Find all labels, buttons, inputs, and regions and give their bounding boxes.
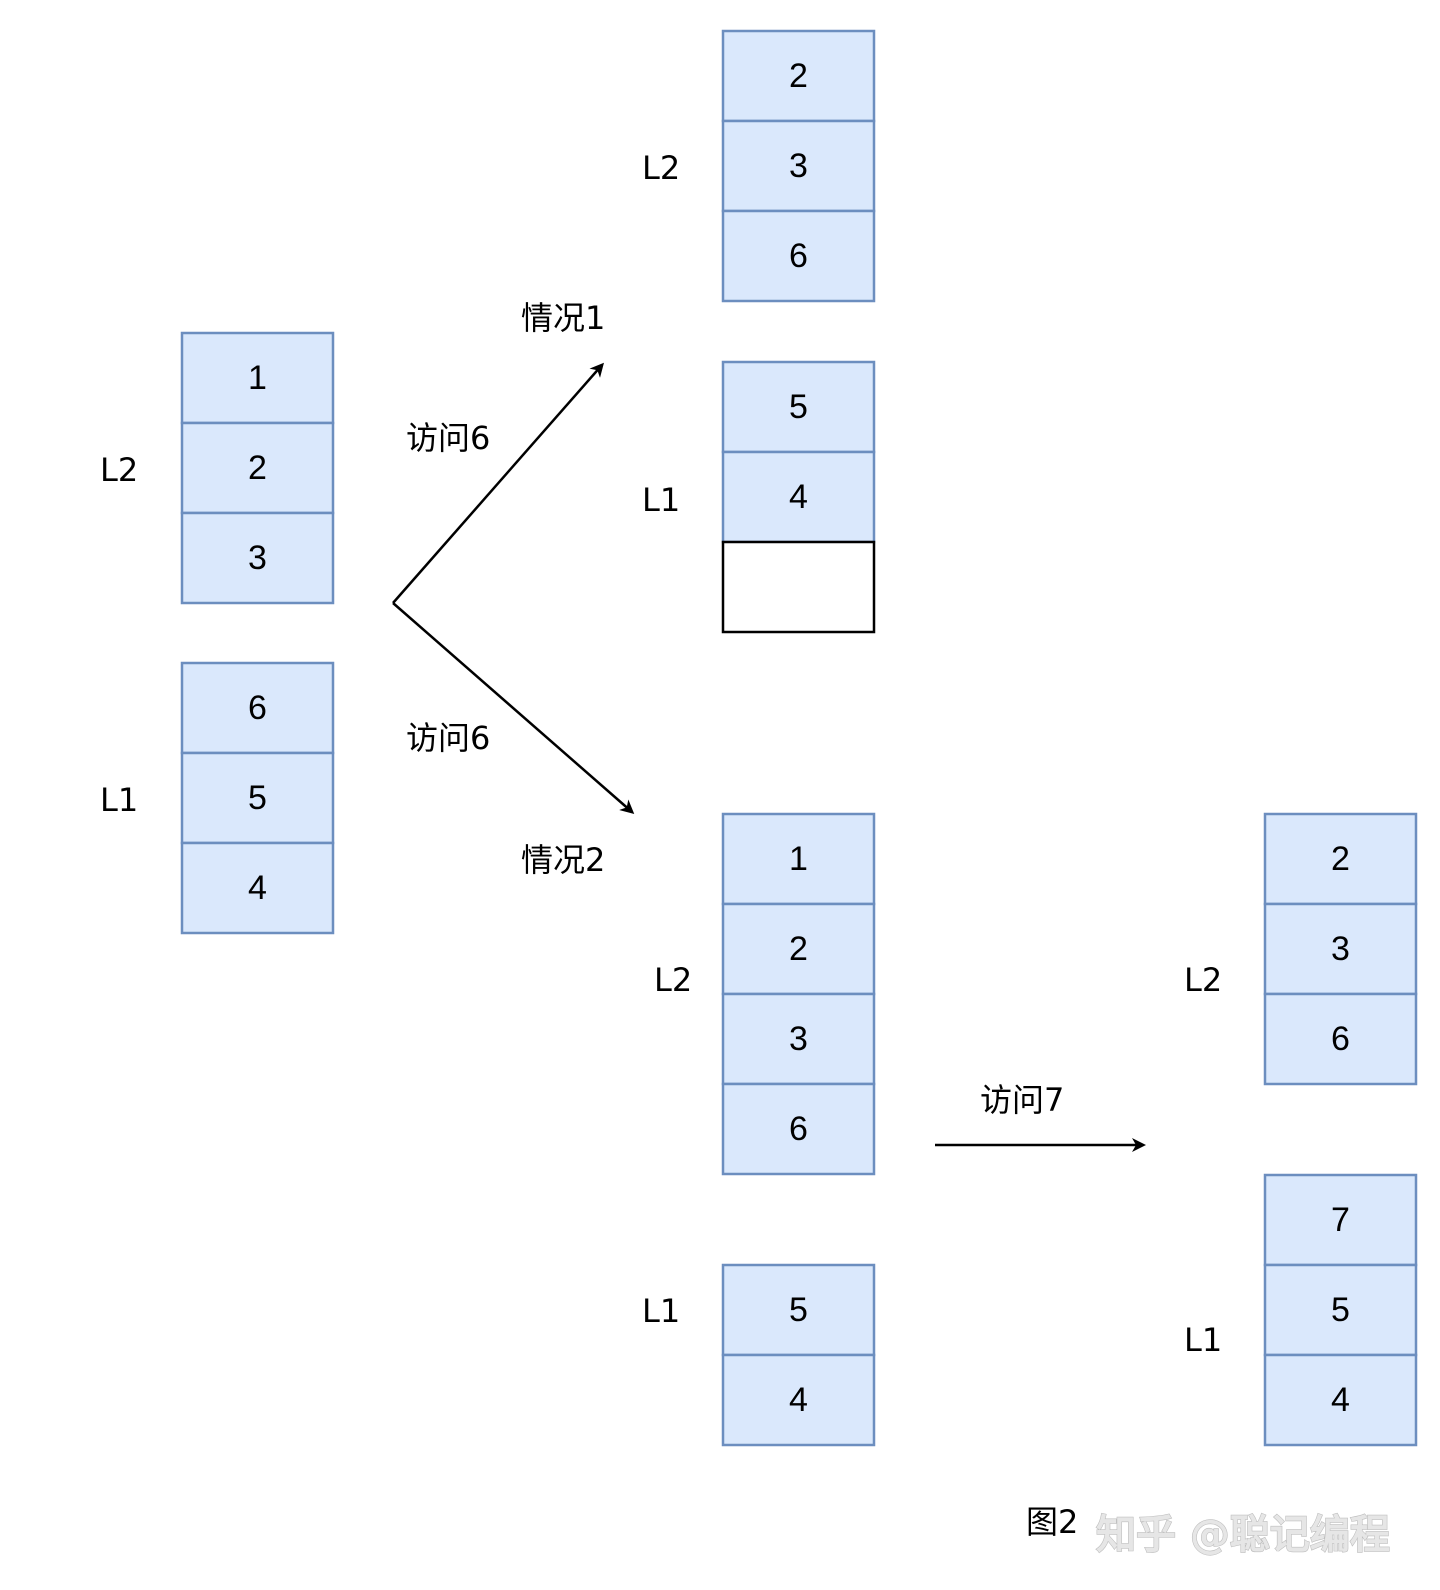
edge-label-case1: 情况1 [521,299,605,337]
stack-cell: 5 [180,751,335,845]
arrow-to-case1 [392,362,604,604]
after7-l2-label: L2 [1184,961,1222,999]
cell-value: 3 [1331,930,1350,968]
after7-l1-stack: 7 5 4 [1263,1173,1418,1447]
stack-cell: 2 [721,29,876,123]
cell-value: 2 [789,57,808,95]
after7-l2-stack: 2 3 6 [1263,812,1418,1086]
edge-label-access6-top: 访问6 [406,419,490,457]
case2-l2-stack: 1 2 3 6 [721,812,876,1176]
after7-state: L2 2 3 6 L1 7 5 4 [1184,812,1418,1447]
cell-value: 6 [1331,1020,1350,1058]
cell-value: 4 [1331,1381,1350,1419]
watermark: 知乎 @聪记编程 [1096,1512,1390,1558]
cell-value: 6 [789,1110,808,1148]
cell-value: 3 [789,1020,808,1058]
case1-l1-stack: 5 4 [721,360,876,634]
stack-cell: 2 [1263,812,1418,906]
cell-value: 2 [1331,840,1350,878]
initial-l2-stack: 1 2 3 [180,331,335,605]
stack-cell: 6 [721,209,876,303]
cell-value: 4 [248,869,267,907]
cell-value: 5 [789,1291,808,1329]
stack-cell: 6 [1263,992,1418,1086]
case1-l1-label: L1 [642,481,680,519]
stack-cell: 3 [180,511,335,605]
after7-l1-label: L1 [1184,1321,1222,1359]
stack-cell: 3 [1263,902,1418,996]
edge-label-case2: 情况2 [521,841,605,879]
stack-cell: 2 [180,421,335,515]
stack-cell: 5 [721,1263,876,1357]
stack-cell: 2 [721,902,876,996]
stack-cell: 7 [1263,1173,1418,1267]
stack-cell: 4 [1263,1353,1418,1447]
cell-value: 2 [248,449,267,487]
cell-value: 3 [248,539,267,577]
arrow-to-case2 [392,602,635,814]
cell-value: 5 [1331,1291,1350,1329]
cell-value: 1 [789,840,808,878]
stack-cell: 1 [721,812,876,906]
empty-cell [721,540,876,634]
cell-value: 6 [789,237,808,275]
initial-l1-stack: 6 5 4 [180,661,335,935]
stack-cell: 5 [721,360,876,454]
edge-label-access7: 访问7 [980,1081,1064,1119]
stack-cell: 3 [721,119,876,213]
initial-l2-label: L2 [100,451,138,489]
figure-caption: 图2 [1026,1503,1078,1541]
cell-value: 5 [248,779,267,817]
cell-value: 4 [789,478,808,516]
cell-value: 3 [789,147,808,185]
cell-value: 4 [789,1381,808,1419]
cell-value: 1 [248,359,267,397]
case2-l1-label: L1 [642,1292,680,1330]
stack-cell: 1 [180,331,335,425]
cell-value: 5 [789,388,808,426]
stack-cell: 4 [180,841,335,935]
stack-cell: 6 [721,1082,876,1176]
initial-state: L2 1 2 3 L1 6 5 4 [100,331,335,935]
case1-state: L2 2 3 6 L1 5 4 [642,29,876,634]
case1-l2-stack: 2 3 6 [721,29,876,303]
stack-cell: 6 [180,661,335,755]
case2-l1-stack: 5 4 [721,1263,876,1447]
stack-cell: 4 [721,1353,876,1447]
initial-l1-label: L1 [100,781,138,819]
stack-cell: 3 [721,992,876,1086]
cell-value: 6 [248,689,267,727]
edge-label-access6-bottom: 访问6 [406,719,490,757]
stack-cell: 4 [721,450,876,544]
case1-l2-label: L2 [642,149,680,187]
stack-cell: 5 [1263,1263,1418,1357]
cell-value: 7 [1331,1201,1350,1239]
case2-state: L2 1 2 3 6 L1 5 4 [642,812,876,1447]
case2-l2-label: L2 [654,961,692,999]
cell-value: 2 [789,930,808,968]
